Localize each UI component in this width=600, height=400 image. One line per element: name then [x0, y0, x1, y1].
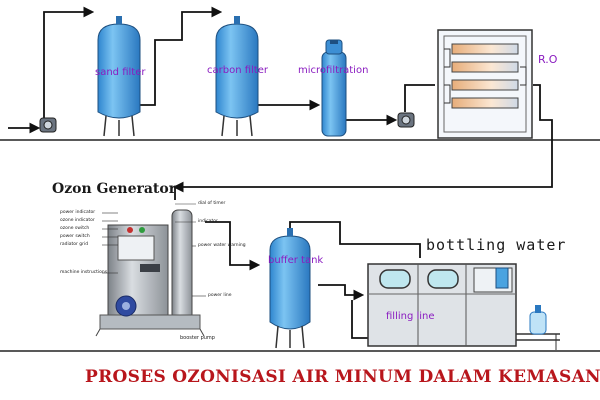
- sand-filter-label: sand filter: [95, 67, 146, 78]
- booster-pump-label: booster pump: [180, 335, 215, 341]
- lower-pipes: [205, 221, 421, 339]
- feed-pump: [39, 117, 57, 133]
- callout-power-indicator: power indicator: [60, 210, 96, 215]
- conveyor: [516, 333, 560, 350]
- carbon-filter-tank: [215, 16, 259, 137]
- ro-label: R.O: [538, 53, 558, 66]
- callout-ozone-switch: ozone switch: [60, 226, 90, 231]
- buffer-tank: [269, 228, 311, 349]
- gallon-bottle: [529, 305, 547, 335]
- ozone-generator-illustration: [95, 209, 205, 337]
- microfiltration-label: microfiltration: [298, 65, 369, 76]
- callout-power-switch: power switch: [60, 234, 90, 239]
- callout-machine-instructions: machine instructions: [60, 270, 108, 275]
- callout-dial-of-timer: dial of timer: [198, 201, 226, 206]
- callout-radiator-grid: radiator grid: [60, 242, 89, 247]
- buffer-tank-label: buffer tank: [268, 255, 324, 266]
- callout-lines: [102, 203, 206, 297]
- filling-machine: [367, 263, 517, 347]
- sand-filter-tank: [97, 16, 141, 137]
- callout-power-line: power line: [208, 293, 232, 298]
- upper-pipes: [8, 6, 553, 200]
- filling-line-label: filling line: [386, 311, 435, 322]
- bottling-water-label: bottling water: [426, 236, 567, 254]
- callout-power-water-warning: power water warning: [198, 243, 246, 248]
- microfiltration-unit: [321, 39, 347, 137]
- ro-pump: [397, 112, 415, 128]
- footer-title: PROSES OZONISASI AIR MINUM DALAM KEMASAN: [85, 367, 600, 387]
- carbon-filter-label: carbon filter: [207, 65, 268, 76]
- ozon-generator-title: Ozon Generator: [52, 181, 177, 197]
- callout-indicator: indicator: [198, 219, 218, 224]
- callout-ozone-indicator: ozone indicator: [60, 218, 95, 223]
- ro-rack: [437, 29, 533, 139]
